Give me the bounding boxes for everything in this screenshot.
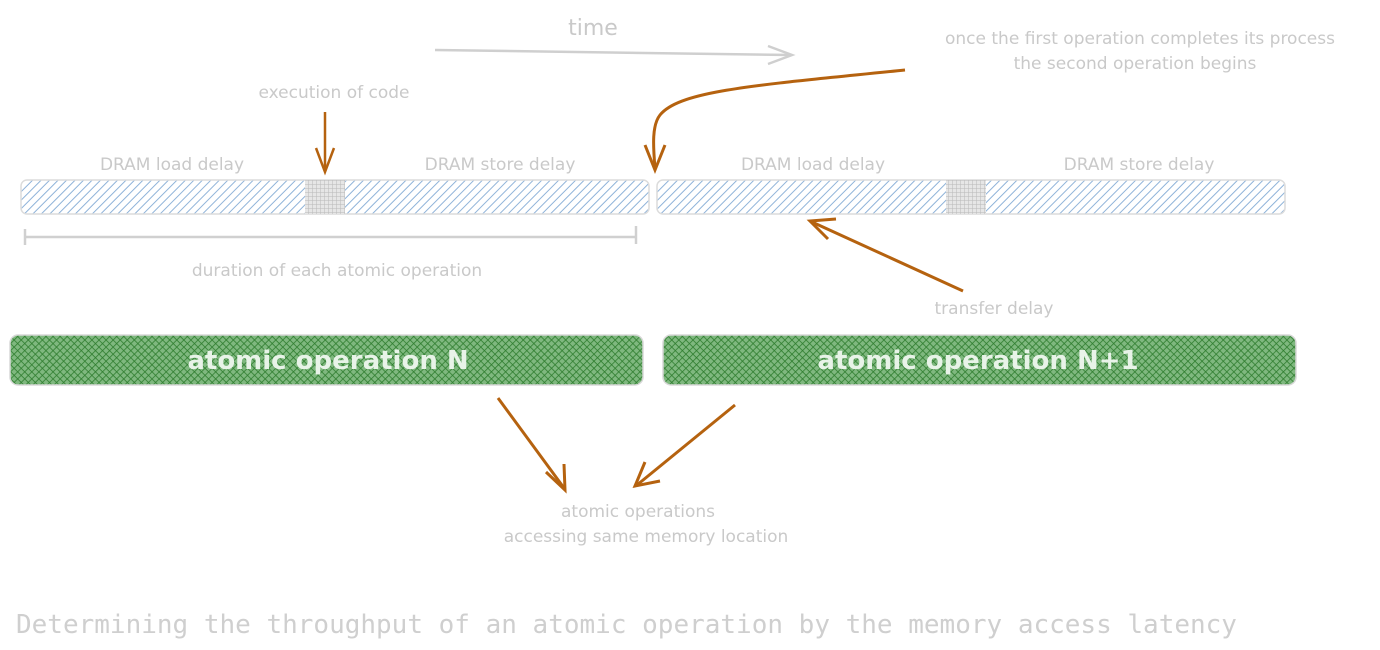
same-memory-arrow-left	[496, 397, 567, 494]
time-label: time	[568, 16, 618, 41]
latency-bar-op1	[20, 179, 650, 215]
op1-store-delay-label: DRAM store delay	[425, 155, 576, 175]
operation-n-label: atomic operation N	[187, 346, 468, 376]
execution-block-op1	[305, 180, 345, 214]
same-memory-arrow-right	[632, 403, 736, 489]
execution-label: execution of code	[258, 83, 409, 103]
operation-n-plus-1-label: atomic operation N+1	[817, 346, 1138, 376]
transfer-delay-label: transfer delay	[935, 299, 1054, 319]
duration-label: duration of each atomic operation	[192, 261, 482, 281]
operation-bar-n: atomic operation N	[9, 334, 644, 386]
op1-load-delay-label: DRAM load delay	[100, 155, 244, 175]
duration-bracket	[23, 226, 638, 245]
bottom-note-line-1: atomic operations	[561, 502, 715, 522]
completion-arrow	[643, 68, 906, 175]
execution-arrow	[314, 112, 336, 176]
annotation-line-1: once the first operation completes its p…	[945, 29, 1335, 49]
op2-store-delay-label: DRAM store delay	[1064, 155, 1215, 175]
operation-bar-n-plus-1: atomic operation N+1	[662, 334, 1297, 386]
op2-load-delay-label: DRAM load delay	[741, 155, 885, 175]
time-arrow	[434, 44, 796, 66]
figure-caption: Determining the throughput of an atomic …	[16, 610, 1237, 640]
annotation-line-2: the second operation begins	[1014, 54, 1257, 74]
transfer-delay-arrow	[806, 217, 964, 293]
latency-bar-op2	[656, 179, 1286, 215]
execution-block-op2	[946, 180, 986, 214]
bottom-note-line-2: accessing same memory location	[504, 527, 789, 547]
